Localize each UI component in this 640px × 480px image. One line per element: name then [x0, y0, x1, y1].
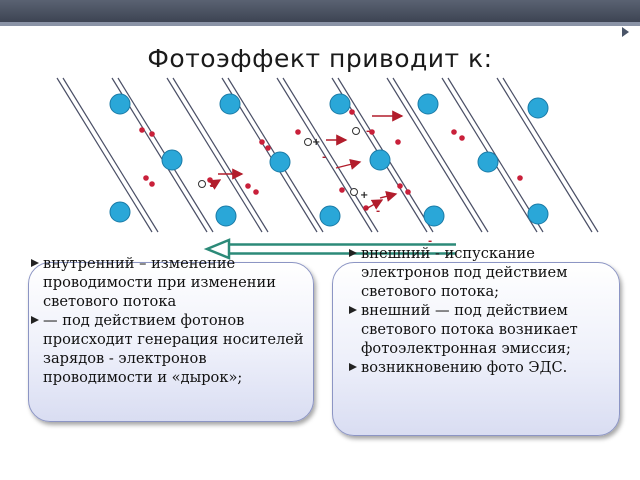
electron-dot — [245, 183, 251, 189]
atom-circle — [109, 201, 131, 223]
charge-mark: + — [312, 137, 320, 148]
charge-mark: - — [322, 152, 326, 163]
external-photoeffect-text: внешний - испускание электронов под дейс… — [349, 244, 611, 377]
electron-dot — [295, 129, 301, 135]
electron-dot — [149, 181, 155, 187]
electron-dot — [459, 135, 465, 141]
photon-arrow-icon — [379, 190, 398, 202]
electron-dot — [253, 189, 259, 195]
slide-top-bar — [0, 0, 640, 22]
atom-circle — [161, 149, 183, 171]
lattice-bond-line — [496, 77, 593, 233]
atom-circle — [369, 149, 391, 171]
electron-dot — [265, 145, 271, 151]
internal-item-1: внутренний – изменение проводимости при … — [31, 254, 309, 311]
external-item-2: внешний — под действием светового потока… — [349, 301, 611, 358]
lattice-bond-line — [502, 77, 599, 233]
slide-top-stripe — [0, 22, 640, 26]
atom-circle — [269, 151, 291, 173]
atom-circle — [215, 205, 237, 227]
atom-circle — [527, 97, 549, 119]
hole-circle — [352, 127, 360, 135]
big-arrow-head-icon — [203, 238, 231, 260]
hole-circle — [198, 180, 206, 188]
electron-dot — [349, 109, 355, 115]
hole-circle — [350, 188, 358, 196]
electron-dot — [339, 187, 345, 193]
hole-circle — [304, 138, 312, 146]
lattice-bond-line — [166, 77, 263, 233]
lattice-bond-line — [276, 77, 373, 233]
charge-mark: - — [428, 236, 432, 247]
atom-circle — [527, 203, 549, 225]
charge-mark: + — [360, 190, 368, 201]
charge-mark: - — [376, 206, 380, 217]
electron-dot — [451, 129, 457, 135]
electron-dot — [517, 175, 523, 181]
lattice-bond-line — [386, 77, 483, 233]
external-item-1: внешний - испускание электронов под дейс… — [349, 244, 611, 301]
electron-dot — [139, 127, 145, 133]
atom-circle — [319, 205, 341, 227]
electron-dot — [259, 139, 265, 145]
electron-dot — [405, 189, 411, 195]
atom-circle — [219, 93, 241, 115]
lattice-bond-line — [172, 77, 269, 233]
electron-dot — [369, 129, 375, 135]
external-item-3: возникновению фото ЭДС. — [349, 358, 611, 377]
internal-item-2: — под действием фотонов происходит генер… — [31, 311, 309, 387]
electron-dot — [397, 183, 403, 189]
photon-arrow-icon — [363, 199, 384, 211]
lattice-bond-line — [392, 77, 489, 233]
electron-dot — [143, 175, 149, 181]
photon-arrow-icon — [335, 158, 362, 170]
atom-circle — [417, 93, 439, 115]
slide-title: Фотоэффект приводит к: — [147, 44, 493, 73]
charge-mark: - — [210, 181, 214, 192]
atom-circle — [477, 151, 499, 173]
atom-circle — [329, 93, 351, 115]
charge-mark: - — [366, 126, 370, 137]
lattice-bond-line — [282, 77, 379, 233]
internal-photoeffect-box — [28, 262, 314, 422]
electron-dot — [149, 131, 155, 137]
electron-dot — [395, 139, 401, 145]
internal-photoeffect-text: внутренний – изменение проводимости при … — [31, 254, 309, 387]
photon-arrow-icon — [208, 179, 222, 190]
slide-corner-marker-icon — [622, 27, 629, 37]
external-photoeffect-box — [332, 262, 620, 436]
lattice-bond-line — [56, 77, 153, 233]
atom-circle — [423, 205, 445, 227]
atom-circle — [109, 93, 131, 115]
lattice-bond-line — [62, 77, 159, 233]
